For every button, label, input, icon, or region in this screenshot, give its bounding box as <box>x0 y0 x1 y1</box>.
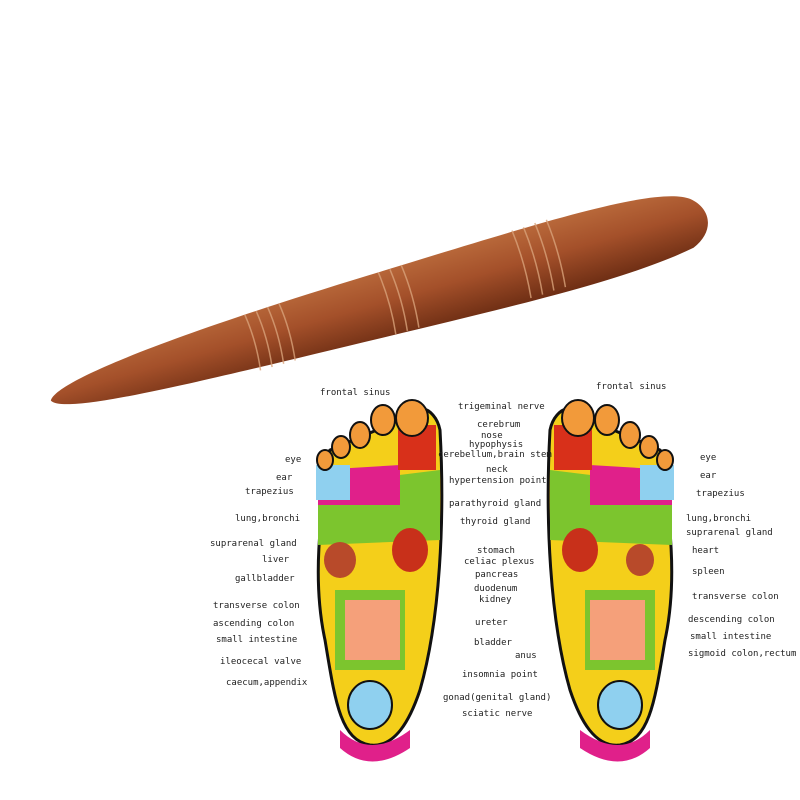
label: small intestine <box>690 632 772 642</box>
label: anus <box>515 651 537 661</box>
label: trapezius <box>696 489 745 499</box>
label: spleen <box>692 567 725 577</box>
label: celiac plexus <box>464 557 535 567</box>
label: eye <box>700 453 717 463</box>
label: lung,bronchi <box>235 514 301 524</box>
label: hypertension point <box>449 476 547 486</box>
label: bladder <box>474 638 512 648</box>
label: nose <box>481 431 503 441</box>
label: suprarenal gland <box>686 528 773 538</box>
left-foot-chart <box>316 399 444 762</box>
label: ileocecal valve <box>220 657 302 667</box>
label: caecum,appendix <box>226 678 308 688</box>
massage-stick <box>50 196 708 405</box>
label: stomach <box>477 546 515 556</box>
label: descending colon <box>688 615 775 625</box>
label: hypophysis <box>469 440 524 450</box>
label: gonad(genital gland) <box>443 693 552 703</box>
label: suprarenal gland <box>210 539 297 549</box>
right-foot-chart <box>546 399 674 762</box>
label: lung,bronchi <box>686 514 752 524</box>
label: sciatic nerve <box>462 709 533 719</box>
label: transverse colon <box>213 601 300 611</box>
label: cerebrum <box>477 420 521 430</box>
label: heart <box>692 546 720 556</box>
label: ureter <box>475 618 508 628</box>
label: transverse colon <box>692 592 779 602</box>
label: eye <box>285 455 302 465</box>
label: thyroid gland <box>460 517 531 527</box>
label: ascending colon <box>213 619 295 629</box>
label: neck <box>486 465 508 475</box>
label: parathyroid gland <box>449 499 542 509</box>
label: duodenum <box>474 584 518 594</box>
label: liver <box>262 555 290 565</box>
label-frontal-sinus-left: frontal sinus <box>320 388 391 398</box>
label: cerebellum,brain stem <box>438 450 552 460</box>
label: ear <box>700 471 717 481</box>
label: pancreas <box>475 570 519 580</box>
label-frontal-sinus-right: frontal sinus <box>596 382 667 392</box>
label: ear <box>276 473 293 483</box>
label: gallbladder <box>235 574 295 584</box>
label: sigmoid colon,rectum <box>688 649 797 659</box>
label: insomnia point <box>462 670 538 680</box>
label: trapezius <box>245 487 294 497</box>
label: trigeminal nerve <box>458 402 545 412</box>
label: small intestine <box>216 635 298 645</box>
label: kidney <box>479 595 512 605</box>
